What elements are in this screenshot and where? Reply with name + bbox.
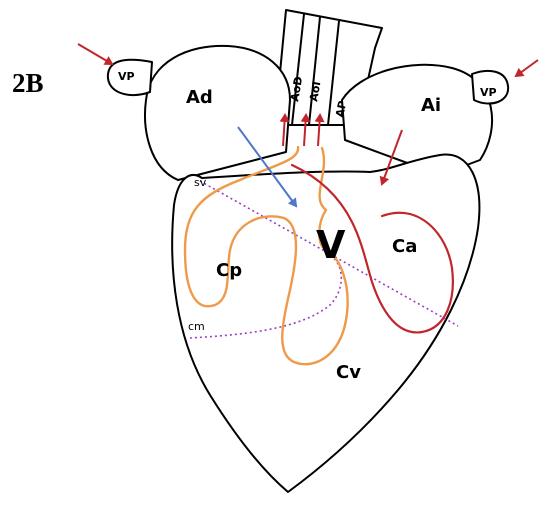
label-vp-left: VP: [118, 70, 135, 83]
label-cv: Cv: [336, 362, 361, 383]
figure-label: 2B: [12, 68, 44, 98]
label-cm: cm: [188, 320, 205, 333]
label-ca: Ca: [392, 236, 417, 257]
label-cp: Cp: [216, 260, 242, 281]
ventricle: [172, 154, 479, 492]
label-ai: Ai: [421, 95, 441, 116]
arrow-vp-left: [78, 44, 112, 64]
right-atrium: [145, 46, 290, 180]
label-sv: sv: [194, 176, 207, 189]
label-v: V: [316, 223, 346, 267]
left-atrium: [342, 65, 492, 175]
label-vp-right: VP: [480, 86, 497, 99]
label-ad: Ad: [186, 87, 213, 108]
arrow-vp-right: [516, 60, 538, 76]
